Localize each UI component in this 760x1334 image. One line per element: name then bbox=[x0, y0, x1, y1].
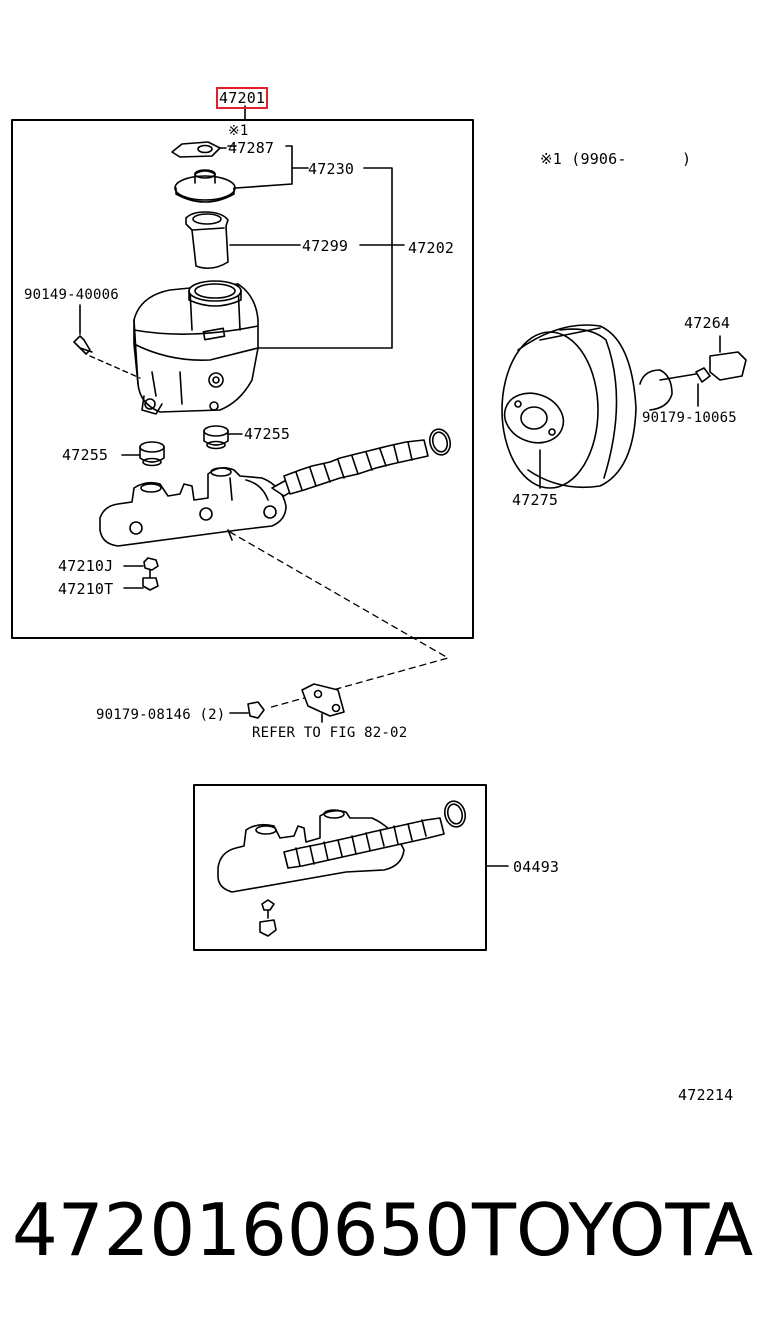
cap-plate-part bbox=[171, 141, 227, 158]
label-47210t[interactable]: 47210T bbox=[58, 580, 114, 598]
label-47287[interactable]: 47287 bbox=[228, 139, 275, 157]
label-47255-left[interactable]: 47255 bbox=[62, 446, 109, 464]
plug-parts bbox=[123, 557, 159, 591]
label-47255-right[interactable]: 47255 bbox=[244, 425, 291, 443]
figure-id: 472214 bbox=[678, 1086, 734, 1104]
label-47264[interactable]: 47264 bbox=[684, 314, 731, 332]
cylinder-kit-part bbox=[217, 800, 467, 937]
label-04493[interactable]: 04493 bbox=[513, 858, 560, 876]
grommet-right-part bbox=[203, 425, 243, 450]
label-screw[interactable]: 90149-40006 bbox=[24, 287, 119, 303]
brand-caption: TOYOTA bbox=[472, 1188, 754, 1272]
label-90179-10065[interactable]: 90179-10065 bbox=[642, 410, 737, 426]
screw-part bbox=[73, 304, 141, 379]
reservoir-cap-part bbox=[174, 169, 236, 203]
label-main-assembly[interactable]: 47201 bbox=[215, 87, 269, 109]
label-47202[interactable]: 47202 bbox=[408, 239, 455, 257]
label-union-nut[interactable]: 90179-08146 (2) bbox=[96, 707, 226, 723]
label-refer-fig[interactable]: REFER TO FIG 82-02 bbox=[252, 725, 408, 741]
reservoir-part bbox=[133, 280, 259, 415]
strainer-part bbox=[185, 211, 229, 270]
master-cylinder-part bbox=[99, 428, 452, 547]
label-47230[interactable]: 47230 bbox=[308, 160, 355, 178]
part-number-caption: 4720160650 bbox=[12, 1188, 471, 1272]
label-note-mark-top: ※1 bbox=[228, 123, 249, 139]
kit-frame bbox=[193, 784, 487, 951]
label-47275[interactable]: 47275 bbox=[512, 491, 559, 509]
label-47299[interactable]: 47299 bbox=[302, 237, 349, 255]
union-fitting-part bbox=[229, 683, 345, 723]
assembly-frame bbox=[11, 119, 474, 639]
grommet-left-part bbox=[121, 441, 165, 467]
label-47210j[interactable]: 47210J bbox=[58, 557, 114, 575]
label-note-range: ※1 (9906- ) bbox=[540, 150, 692, 168]
brake-booster-part bbox=[501, 324, 747, 489]
